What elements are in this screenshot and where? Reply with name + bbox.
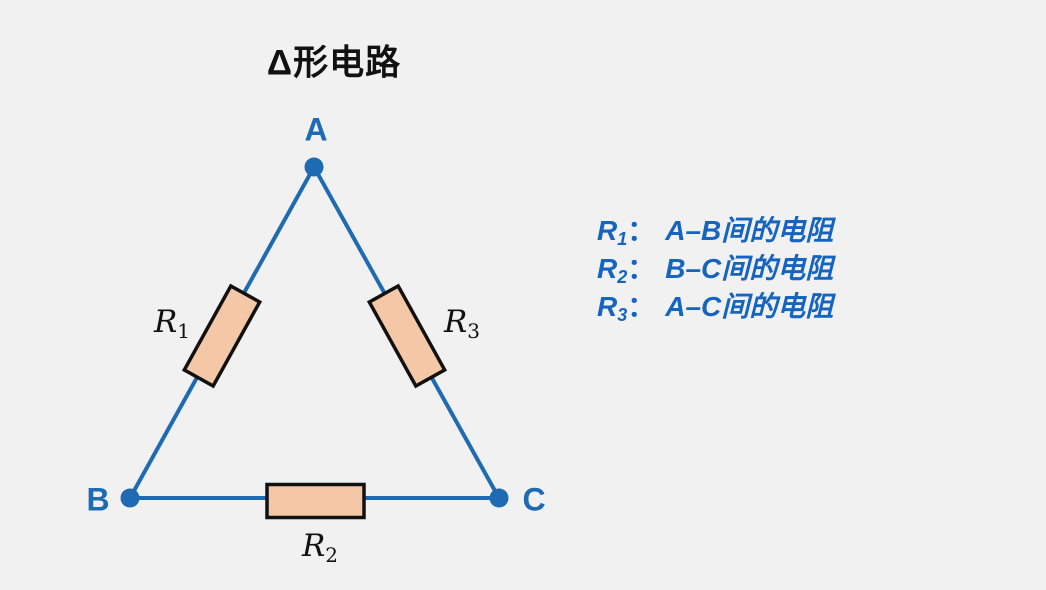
legend-r2-base: R — [597, 253, 618, 284]
legend-r3-base: R — [597, 291, 618, 322]
legend-r3-sub: 3 — [617, 305, 628, 325]
resistor-r2-body — [265, 482, 366, 520]
legend-item-r1: R1： A–B间的电阻 — [597, 212, 833, 250]
resistor-r3 — [366, 283, 448, 389]
legend-r1-sub: 1 — [617, 229, 628, 249]
node-c-dot — [489, 488, 509, 508]
diagram-title: Δ形电路 — [266, 43, 402, 83]
legend-r1-base: R — [597, 215, 618, 246]
resistor-r3-label-base: R — [443, 304, 468, 340]
legend-item-r3: R3： A–C间的电阻 — [597, 288, 833, 326]
legend: R1：A–B间的电阻 R2：B–C间的电阻 R3：A–C间的电阻 — [597, 212, 833, 326]
node-a-label: A — [304, 111, 328, 148]
legend-r1-text: A–B间的电阻 — [665, 215, 834, 246]
legend-r2-colon: ： — [627, 253, 656, 284]
resistor-r3-label: R3 — [443, 304, 481, 343]
resistor-r1 — [181, 283, 263, 389]
legend-r1-colon: ： — [627, 215, 656, 246]
resistor-r1-body — [181, 283, 263, 389]
resistor-r2-label-sub: 2 — [325, 543, 339, 567]
resistor-r3-label-sub: 3 — [467, 319, 481, 343]
resistor-r1-label-base: R — [153, 304, 178, 340]
node-b-dot — [120, 488, 140, 508]
node-c-label: C — [522, 481, 546, 518]
node-b-label: B — [86, 481, 110, 518]
resistor-r1-label: R1 — [153, 304, 191, 343]
node-a-dot — [304, 157, 324, 177]
resistor-r2-label-base: R — [301, 528, 326, 564]
resistor-r3-body — [366, 283, 448, 389]
resistor-r2-label: R2 — [301, 528, 339, 567]
resistor-r1-label-sub: 1 — [177, 319, 191, 343]
legend-r3-text: A–C间的电阻 — [665, 291, 834, 322]
legend-r2-sub: 2 — [617, 267, 628, 287]
legend-r3-colon: ： — [627, 291, 656, 322]
legend-item-r2: R2： B–C间的电阻 — [597, 250, 833, 288]
legend-r2-text: B–C间的电阻 — [665, 253, 834, 284]
